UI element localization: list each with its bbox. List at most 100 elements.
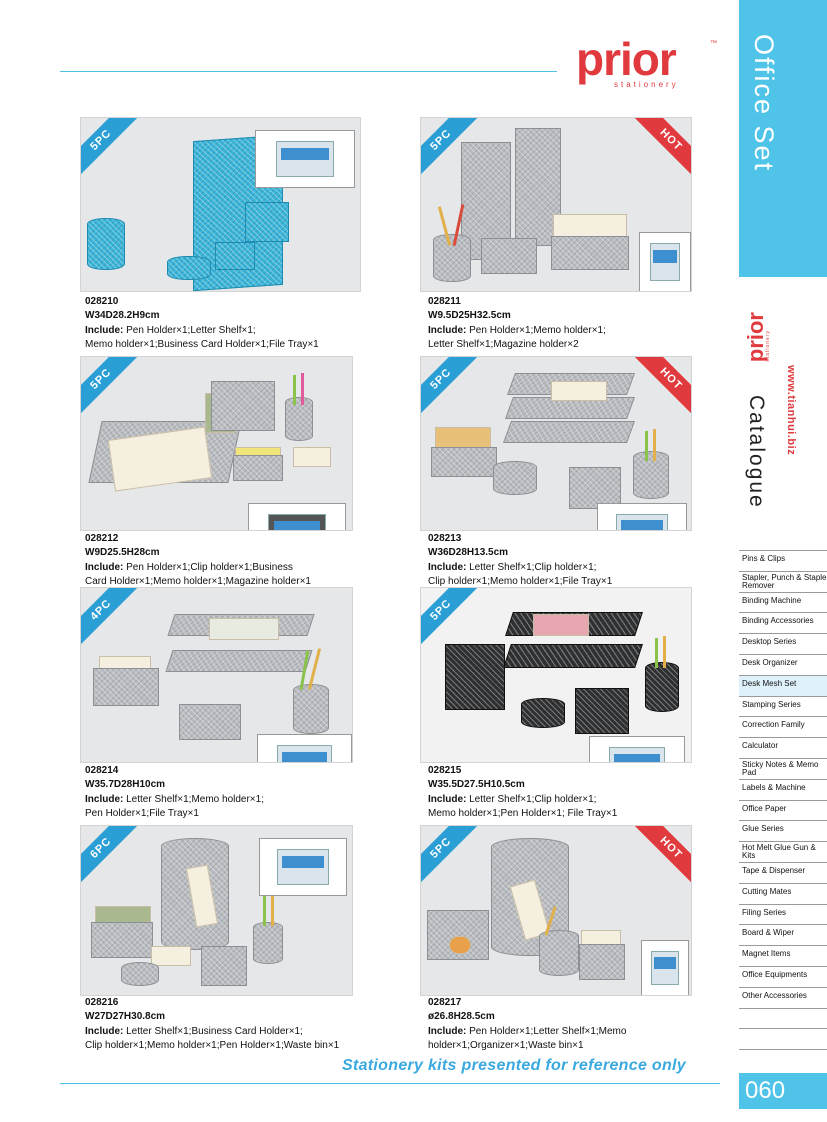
include-line-2: Letter Shelf×1;Magazine holder×2 (428, 338, 579, 350)
category-item[interactable]: Stamping Series (739, 695, 827, 717)
memo-holder (569, 467, 621, 509)
category-item[interactable]: Hot Melt Glue Gun & Kits (739, 841, 827, 862)
piece-count-badge: 5PC (421, 826, 484, 891)
category-item[interactable]: Tape & Dispenser (739, 861, 827, 883)
organizer (427, 910, 489, 960)
category-item[interactable]: Office Equipments (739, 965, 827, 987)
product-contents: Include: Letter Shelf×1;Clip holder×1; M… (428, 793, 617, 820)
category-item[interactable]: Filing Series (739, 903, 827, 925)
include-line-2: Pen Holder×1;File Tray×1 (85, 807, 199, 819)
include-line-1: Pen Holder×1;Letter Shelf×1;Memo (469, 1026, 627, 1037)
reference-disclaimer: Stationery kits presented for reference … (342, 1057, 686, 1074)
memo-holder (233, 455, 283, 481)
letter-shelf (445, 644, 505, 710)
category-item[interactable]: Stapler, Punch & Staple Remover (739, 570, 827, 592)
category-item[interactable]: Binding Accessories (739, 612, 827, 633)
product-dimensions: ø26.8H28.5cm (428, 1011, 495, 1022)
brand-logo: prior ™ stationery (576, 33, 717, 90)
hot-badge: HOT (628, 826, 691, 891)
include-line-2: Clip holder×1;Memo holder×1;File Tray×1 (428, 575, 613, 587)
include-label: Include: (85, 562, 124, 573)
brand-trademark: ™ (710, 40, 717, 47)
category-item[interactable]: Pins & Clips (739, 550, 827, 571)
include-line-2: Clip holder×1;Memo holder×1;Pen Holder×1… (85, 1039, 340, 1051)
clip-holder (121, 962, 159, 986)
product-photo: 6PC (80, 825, 353, 996)
memo-holder (245, 202, 289, 242)
include-line-1: Letter Shelf×1;Clip holder×1; (469, 794, 597, 805)
letter-shelf (551, 236, 629, 270)
product-code: 028213 (428, 533, 462, 544)
product-dimensions: W9D25.5H28cm (85, 547, 160, 558)
letter-shelf (93, 668, 159, 706)
category-item[interactable]: Desk Organizer (739, 653, 827, 675)
pen-holder (633, 451, 669, 499)
category-spacer (739, 1028, 827, 1049)
hot-badge: HOT (628, 357, 691, 422)
category-item[interactable]: Desktop Series (739, 633, 827, 654)
category-item[interactable]: Labels & Machine (739, 778, 827, 800)
product-contents: Include: Letter Shelf×1;Memo holder×1; P… (85, 793, 264, 820)
header-rule (60, 71, 557, 72)
product-contents: Include: Pen Holder×1;Memo holder×1; Let… (428, 324, 606, 351)
brand-name: prior (576, 33, 677, 85)
product-code: 028210 (85, 296, 119, 307)
pen-holder (433, 234, 471, 282)
include-line-2: Card Holder×1;Memo holder×1;Magazine hol… (85, 575, 311, 587)
include-line-1: Pen Holder×1;Memo holder×1; (469, 325, 606, 336)
letter-shelf (91, 922, 153, 958)
category-item[interactable]: Office Paper (739, 799, 827, 821)
category-item[interactable]: Binding Machine (739, 591, 827, 613)
product-code: 028215 (428, 765, 462, 776)
include-label: Include: (428, 325, 467, 336)
clip-holder (521, 698, 565, 728)
card-holder (215, 242, 255, 270)
product-photo: 5PC HOT (420, 825, 692, 996)
package-thumbnail (255, 130, 355, 188)
piece-count-badge: 5PC (81, 357, 144, 422)
category-item[interactable]: Board & Wiper (739, 924, 827, 945)
page-number-box (739, 1073, 827, 1109)
package-thumbnail (639, 232, 691, 291)
category-item[interactable]: Calculator (739, 737, 827, 758)
product-dimensions: W36D28H13.5cm (428, 547, 509, 558)
business-cards (151, 946, 191, 966)
category-item-active[interactable]: Desk Mesh Set (739, 674, 827, 696)
category-item[interactable]: Magnet Items (739, 945, 827, 966)
letter-shelf (431, 447, 497, 477)
include-label: Include: (85, 794, 124, 805)
category-item[interactable]: Other Accessories (739, 986, 827, 1008)
file-tray-bottom (502, 421, 636, 443)
include-line-1: Pen Holder×1;Letter Shelf×1; (126, 325, 256, 336)
include-label: Include: (428, 1026, 467, 1037)
category-item[interactable]: Correction Family (739, 716, 827, 737)
sidebar-logo-word: prior (743, 312, 768, 363)
product-contents: Include: Pen Holder×1;Clip holder×1;Busi… (85, 561, 311, 588)
product-code: 028211 (428, 296, 461, 307)
pen-holder (253, 922, 283, 964)
product-code: 028212 (85, 533, 119, 544)
category-index: Pins & Clips Stapler, Punch & Staple Rem… (739, 550, 827, 1070)
product-dimensions: W35.7D28H10cm (85, 779, 166, 790)
include-line-2: Memo holder×1;Pen Holder×1; File Tray×1 (428, 807, 618, 819)
include-line-1: Letter Shelf×1;Memo holder×1; (126, 794, 264, 805)
clip-holder (493, 461, 537, 495)
package-thumbnail (257, 734, 352, 762)
piece-count-badge: 5PC (421, 357, 484, 422)
category-item[interactable]: Glue Series (739, 820, 827, 841)
include-line-2: holder×1;Organizer×1;Waste bin×1 (428, 1039, 584, 1051)
package-thumbnail (589, 736, 685, 762)
category-spacer (739, 1049, 827, 1070)
category-item[interactable]: Cutting Mates (739, 882, 827, 904)
product-photo: 5PC (80, 117, 361, 292)
papers (551, 381, 607, 401)
product-photo: 4PC (80, 587, 353, 763)
include-line-1: Letter Shelf×1;Business Card Holder×1; (126, 1026, 303, 1037)
category-item[interactable]: Sticky Notes & Memo Pad (739, 757, 827, 779)
piece-count-badge: 5PC (81, 118, 144, 183)
category-spacer (739, 1007, 827, 1029)
clip-holder (167, 256, 211, 280)
memo-holder (481, 238, 537, 274)
package-thumbnail (259, 838, 347, 896)
product-dimensions: W27D27H30.8cm (85, 1011, 166, 1022)
